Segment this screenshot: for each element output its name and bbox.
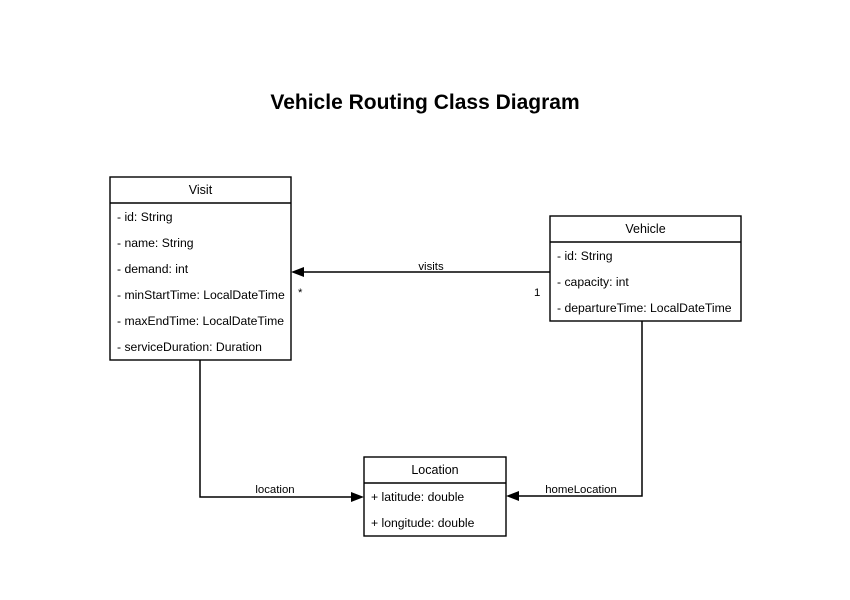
class-name-location: Location (411, 463, 458, 477)
edge-visits-arrowhead (291, 267, 304, 277)
class-box-vehicle[interactable]: Vehicle - id: String - capacity: int - d… (549, 215, 742, 322)
class-attribute: - serviceDuration: Duration (117, 340, 262, 354)
class-attribute: - id: String (117, 210, 173, 224)
class-box-visit[interactable]: Visit - id: String - name: String - dema… (109, 176, 292, 361)
class-attribute: - demand: int (117, 262, 189, 276)
edge-home-location-arrowhead (506, 491, 519, 501)
class-attribute: - name: String (117, 236, 194, 250)
edge-visits-source-multiplicity: 1 (534, 287, 540, 299)
class-box-vehicle-frame (549, 215, 742, 322)
edge-location-arrowhead (351, 492, 364, 502)
edge-location-label: location (255, 484, 294, 496)
edge-home-location: homeLocation (506, 321, 643, 501)
edge-visits-target-multiplicity: * (298, 287, 303, 299)
edge-home-location-line (514, 321, 643, 497)
edge-home-location-label: homeLocation (545, 484, 617, 496)
edge-location: location (199, 360, 364, 502)
edge-visits-label: visits (418, 261, 444, 273)
page-title: Vehicle Routing Class Diagram (270, 91, 579, 114)
class-box-location-frame (363, 456, 507, 537)
class-attribute: - capacity: int (557, 275, 629, 289)
class-attribute: - minStartTime: LocalDateTime (117, 288, 285, 302)
class-attribute: + longitude: double (371, 516, 475, 530)
edge-location-line (199, 360, 356, 498)
class-box-location[interactable]: Location + latitude: double + longitude:… (363, 456, 507, 537)
class-attribute: + latitude: double (371, 490, 464, 504)
class-attribute: - maxEndTime: LocalDateTime (117, 314, 284, 328)
class-box-visit-frame (109, 176, 292, 361)
edge-visits: visits * 1 (291, 261, 550, 299)
class-name-vehicle: Vehicle (625, 222, 665, 236)
class-attribute: - departureTime: LocalDateTime (557, 301, 732, 315)
class-name-visit: Visit (189, 183, 213, 197)
class-attribute: - id: String (557, 249, 613, 263)
